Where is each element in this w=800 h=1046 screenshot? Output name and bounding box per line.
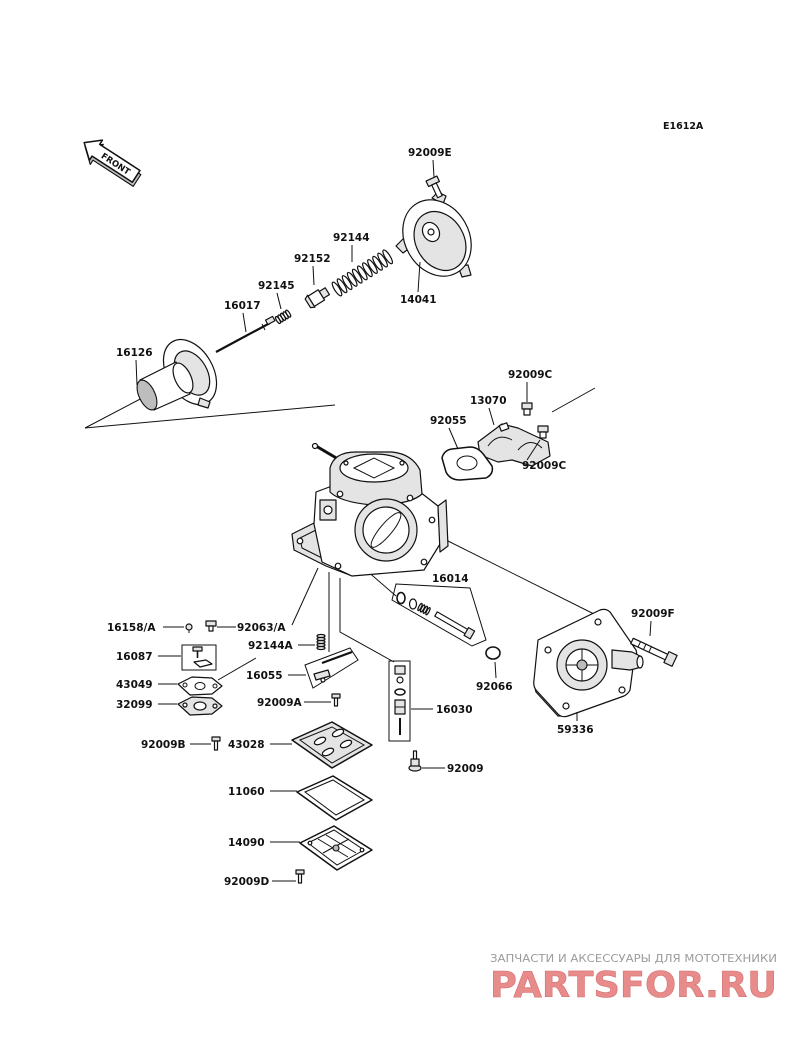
part-label-43028: 43028 <box>228 739 265 751</box>
leader-line <box>432 159 435 178</box>
screw-92009 <box>408 750 422 772</box>
watermark: ЗАПЧАСТИ И АКСЕССУАРЫ ДЛЯ МОТОТЕХНИКИ PA… <box>490 952 778 1006</box>
leader-line <box>448 427 459 450</box>
part-label-11060: 11060 <box>228 786 265 798</box>
alignment-line <box>84 404 336 429</box>
leader-line <box>276 292 282 310</box>
part-set-16030 <box>388 660 411 742</box>
part-label-16158A: 16158/A <box>107 622 156 634</box>
part-label-92055: 92055 <box>430 415 467 427</box>
screw-92009D <box>295 869 305 884</box>
part-label-92009E: 92009E <box>408 147 452 159</box>
pump-cover-59336 <box>533 608 644 718</box>
bolt-92009E <box>425 175 443 199</box>
front-arrow-icon: FRONT <box>83 139 142 187</box>
spring-92145 <box>274 309 292 325</box>
leader-line <box>312 265 315 286</box>
part-set-16055 <box>304 647 359 689</box>
part-label-16014: 16014 <box>432 573 469 585</box>
screw-92063A <box>205 620 217 632</box>
fitting-92152 <box>304 287 331 309</box>
watermark-logo: PARTSFOR.RU <box>490 965 777 1006</box>
leader-line <box>526 439 541 461</box>
part-label-92063A: 92063/A <box>237 622 286 634</box>
screw-92009A <box>331 693 341 707</box>
part-label-92145: 92145 <box>258 280 295 292</box>
spring-92144A <box>316 633 326 651</box>
alignment-line <box>84 395 147 429</box>
part-label-16126: 16126 <box>116 347 153 359</box>
part-label-92152: 92152 <box>294 253 331 265</box>
part-label-14090: 14090 <box>228 837 265 849</box>
part-label-16055: 16055 <box>246 670 283 682</box>
part-label-92144A: 92144A <box>248 640 294 652</box>
leader-line <box>488 407 495 426</box>
pilot-screw-set-16014 <box>391 583 487 647</box>
bolt-92009F <box>630 637 678 667</box>
leader-line <box>494 661 497 679</box>
part-label-43049: 43049 <box>116 679 153 691</box>
part-label-92066: 92066 <box>476 681 513 693</box>
watermark-tagline: ЗАПЧАСТИ И АКСЕССУАРЫ ДЛЯ МОТОТЕХНИКИ <box>490 952 777 965</box>
part-label-16087: 16087 <box>116 651 153 663</box>
alignment-line <box>217 657 257 681</box>
part-label-32099: 32099 <box>116 699 153 711</box>
plate-14090 <box>299 825 373 871</box>
alignment-line <box>551 387 596 413</box>
part-16158A <box>185 623 193 633</box>
gasket-11060 <box>296 775 373 821</box>
part-label-92009F: 92009F <box>631 608 675 620</box>
diaphragm-cover-14041 <box>395 191 472 278</box>
part-labels: 92009E 92144 92152 92145 16017 14041 161… <box>107 147 675 888</box>
carburetor-body <box>291 442 449 577</box>
plate-43028 <box>291 721 373 769</box>
leader-line <box>242 312 247 333</box>
leader-line <box>135 359 138 386</box>
part-label-14041: 14041 <box>400 294 437 306</box>
jet-needle-16017 <box>215 315 276 353</box>
part-label-92009D: 92009D <box>224 876 270 888</box>
leader-line <box>649 620 652 637</box>
screw-92009B <box>211 736 221 751</box>
part-label-92009C-lower: 92009C <box>522 460 567 472</box>
alignment-line <box>339 578 395 663</box>
bolt-92009C-lower <box>537 425 549 439</box>
alignment-line <box>291 567 319 626</box>
alignment-line <box>419 526 601 618</box>
part-label-92144: 92144 <box>333 232 370 244</box>
part-label-92009: 92009 <box>447 763 484 775</box>
alignment-lines <box>84 387 601 681</box>
spring-92144 <box>331 249 394 297</box>
diaphragm-32099 <box>177 696 223 716</box>
part-label-92009B: 92009B <box>141 739 186 751</box>
vacuum-piston-16126 <box>136 338 218 411</box>
part-label-92009A: 92009A <box>257 697 303 709</box>
bolt-92009C-upper <box>521 402 533 416</box>
gasket-43049 <box>177 676 223 696</box>
leader-line <box>417 261 421 293</box>
holder-clamp-13070 <box>477 422 551 467</box>
diagram-code: E1612A <box>663 121 704 132</box>
part-set-16087 <box>181 644 217 671</box>
part-label-59336: 59336 <box>557 724 594 736</box>
part-label-16017: 16017 <box>224 300 261 312</box>
part-label-92009C-upper: 92009C <box>508 369 553 381</box>
part-label-13070: 13070 <box>470 395 507 407</box>
part-label-16030: 16030 <box>436 704 473 716</box>
o-ring-92066 <box>485 646 501 660</box>
gasket-92055 <box>441 446 494 481</box>
leader-lines <box>135 159 652 882</box>
